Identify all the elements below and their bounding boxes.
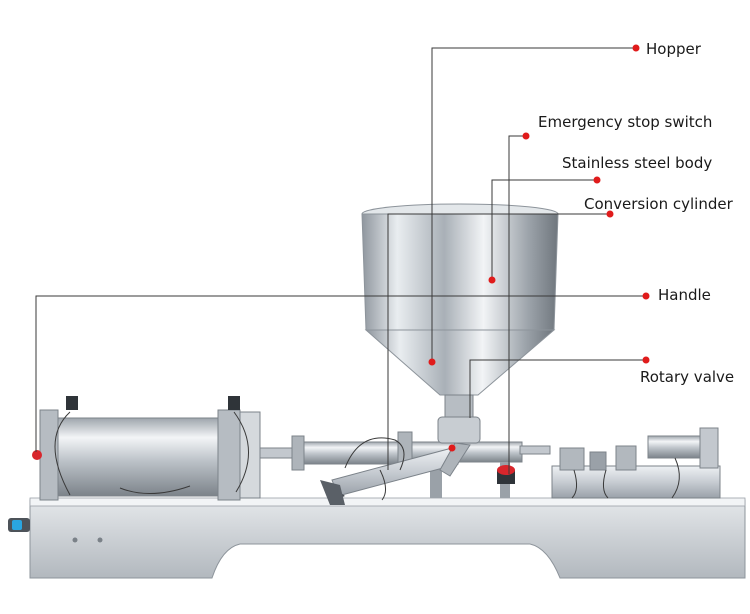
leader-emergency-stop — [508, 132, 530, 474]
machine-base — [29, 497, 746, 579]
leader-cylinder — [387, 210, 614, 470]
label-cylinder: Conversion cylinder — [584, 195, 734, 213]
label-emergency-stop: Emergency stop switch — [538, 113, 712, 131]
nozzle-stand — [551, 427, 721, 499]
label-hopper: Hopper — [646, 40, 702, 58]
air-inlet-fitting — [8, 518, 30, 532]
leader-hopper — [431, 44, 640, 360]
leader-body — [488, 176, 601, 284]
handle-cylinder — [320, 437, 459, 505]
air-cylinder — [32, 396, 261, 501]
label-body: Stainless steel body — [562, 154, 712, 172]
leader-valve — [428, 356, 650, 452]
leader-handle — [35, 292, 650, 452]
emergency-stop-button — [497, 465, 515, 484]
hopper-body — [361, 203, 559, 477]
label-valve: Rotary valve — [640, 368, 734, 386]
label-handle: Handle — [658, 286, 711, 304]
